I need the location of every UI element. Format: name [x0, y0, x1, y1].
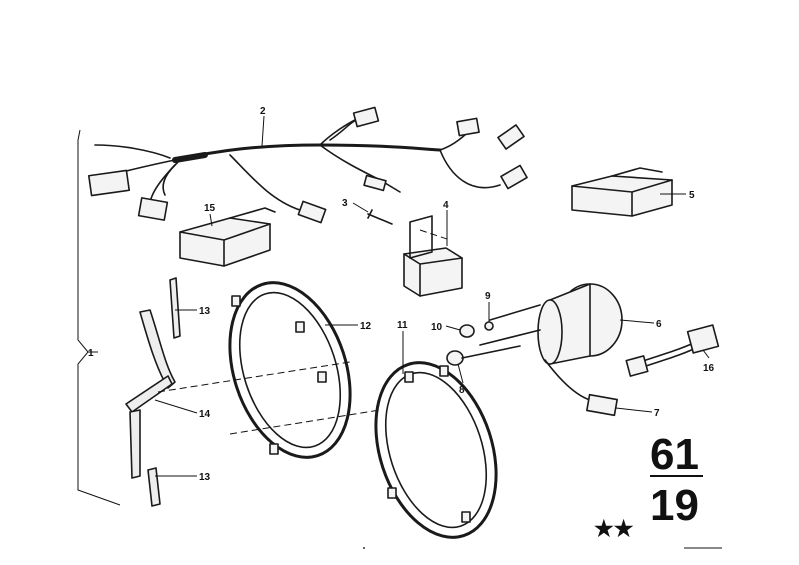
callout-13-bottom: 13 [199, 472, 211, 483]
callout-7: 7 [654, 408, 660, 419]
alignment-line-2 [229, 409, 381, 435]
callout-11: 11 [397, 320, 408, 331]
callout-15: 15 [204, 203, 216, 214]
callout-13-top: 13 [199, 306, 211, 317]
callout-4: 4 [443, 200, 449, 211]
cable-16-part [625, 324, 720, 377]
callout-6: 6 [656, 319, 662, 330]
callout-leaders [154, 115, 710, 477]
headlight-ring-12 [228, 281, 352, 459]
wiring-harness [87, 106, 528, 224]
callout-9: 9 [485, 291, 491, 302]
control-unit-15-part [179, 207, 276, 267]
callout-1: 1 [88, 348, 94, 359]
callout-3: 3 [342, 198, 348, 209]
star-marking: ★★ [594, 516, 634, 541]
callout-12: 12 [360, 321, 372, 332]
group-code-top: 61 [650, 430, 699, 479]
headlight-ring-11 [374, 361, 498, 539]
connector-7-part [544, 359, 618, 417]
group-code-bottom: 19 [650, 481, 699, 530]
callout-2: 2 [260, 106, 266, 117]
control-unit-part [571, 167, 673, 217]
callout-16: 16 [703, 363, 715, 374]
speck [363, 547, 365, 549]
motor-part [479, 283, 623, 365]
screw-part [367, 209, 393, 225]
callout-10: 10 [431, 322, 443, 333]
lever-parts [125, 277, 181, 507]
small-parts [446, 321, 521, 366]
alignment-line-3 [419, 229, 451, 241]
relay-part [403, 215, 463, 297]
callout-8: 8 [459, 385, 465, 396]
callout-5: 5 [689, 190, 695, 201]
callout-14: 14 [199, 409, 211, 420]
